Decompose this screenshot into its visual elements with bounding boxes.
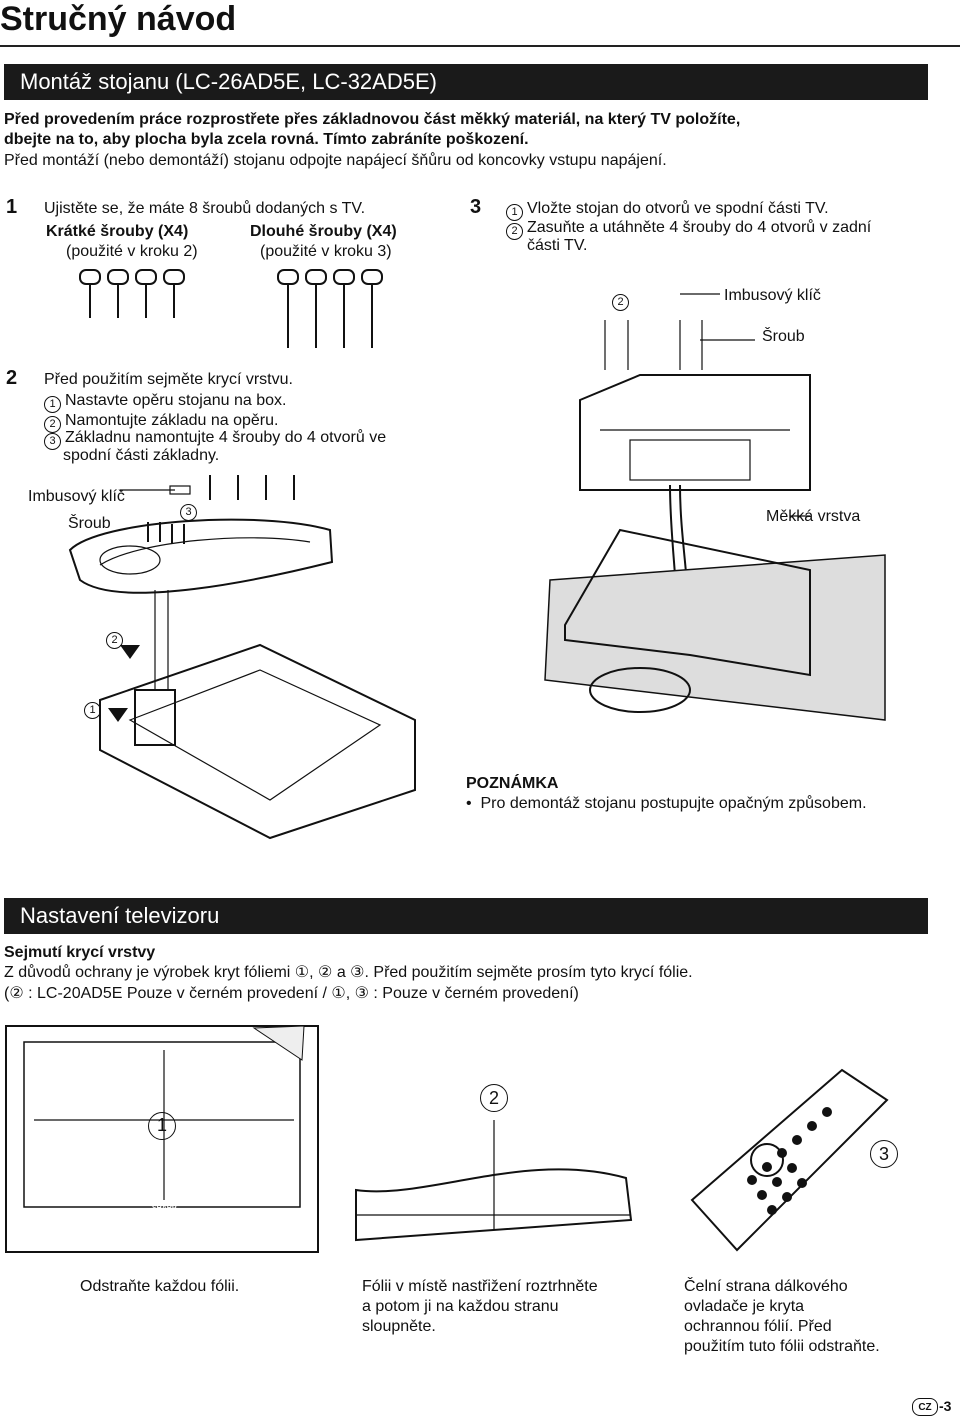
marker-3: 3: [870, 1140, 902, 1168]
step2-item-3-cont: spodní části základny.: [63, 447, 220, 464]
caption-2: Fólii v místě nastřižení roztrhněte a po…: [362, 1278, 598, 1335]
tv-mounting-illustration: [544, 293, 886, 721]
section-header-setup: Nastavení televizoru: [4, 898, 928, 934]
section2-line1: Z důvodů ochrany je výrobek kryt fóliemi…: [4, 964, 693, 981]
intro-normal: Před montáží (nebo demontáží) stojanu od…: [4, 152, 667, 169]
step3-item-2-cont: části TV.: [527, 237, 588, 254]
hex-key-label: Imbusový klíč: [28, 488, 125, 505]
caption-3: Čelní strana dálkového ovladače je kryta…: [684, 1278, 880, 1355]
step2-text: Před použitím sejměte krycí vrstvu.: [44, 371, 293, 388]
long-screw-set: [277, 269, 383, 348]
brand-logo: SHARP: [152, 1205, 177, 1212]
marker-2: 2: [106, 628, 127, 649]
section-title: Montáž stojanu (LC-26AD5E, LC-32AD5E): [20, 69, 437, 94]
long-screws-sub: (použité v kroku 3): [260, 243, 392, 260]
marker-3: 3: [180, 500, 201, 521]
section2-subtitle: Sejmutí krycí vrstvy: [4, 944, 156, 961]
language-badge: CZ: [912, 1398, 938, 1416]
screw-icons: [147, 475, 295, 544]
screw-label: Šroub: [68, 515, 111, 532]
caption-1: Odstraňte každou fólii.: [80, 1278, 240, 1295]
step-number: 3: [470, 196, 482, 218]
tv-stand-edge-illustration: [355, 1120, 633, 1242]
marker-1: 1: [148, 1105, 180, 1140]
section-header-stand: Montáž stojanu (LC-26AD5E, LC-32AD5E): [4, 64, 928, 100]
screws-illustration: [79, 269, 383, 348]
note-title: POZNÁMKA: [466, 775, 559, 792]
stand-assembly-illustration: [68, 475, 416, 840]
intro-bold-2: dbejte na to, aby plocha byla zcela rovn…: [4, 131, 529, 148]
page-title: Stručný návod: [0, 0, 237, 38]
short-screw-set: [79, 269, 185, 318]
step-number: 2: [6, 367, 18, 389]
note-item: • Pro demontáž stojanu postupujte opačný…: [466, 795, 867, 812]
marker-1: 1: [84, 698, 105, 719]
soft-layer-label: Měkká vrstva: [766, 508, 861, 525]
intro-bold-1: Před provedením práce rozprostřete přes …: [4, 111, 741, 128]
remote-control-illustration: [690, 1068, 889, 1252]
hex-key-label: Imbusový klíč: [724, 287, 821, 304]
section-title: Nastavení televizoru: [20, 903, 220, 928]
tv-front-illustration: [5, 1025, 319, 1253]
section2-line2: (② : LC-20AD5E Pouze v černém provedení …: [4, 985, 579, 1002]
short-screws-sub: (použité v kroku 2): [66, 243, 198, 260]
page-number: -3: [939, 1398, 952, 1414]
short-screws-label: Krátké šrouby (X4): [46, 223, 189, 240]
marker-2: 2: [480, 1084, 512, 1112]
step1-text: Ujistěte se, že máte 8 šroubů dodaných s…: [44, 200, 366, 217]
marker-2: 2: [612, 290, 633, 311]
title-divider: [0, 45, 960, 47]
long-screws-label: Dlouhé šrouby (X4): [250, 223, 397, 240]
screw-label: Šroub: [762, 328, 805, 345]
step-number: 1: [6, 196, 18, 218]
